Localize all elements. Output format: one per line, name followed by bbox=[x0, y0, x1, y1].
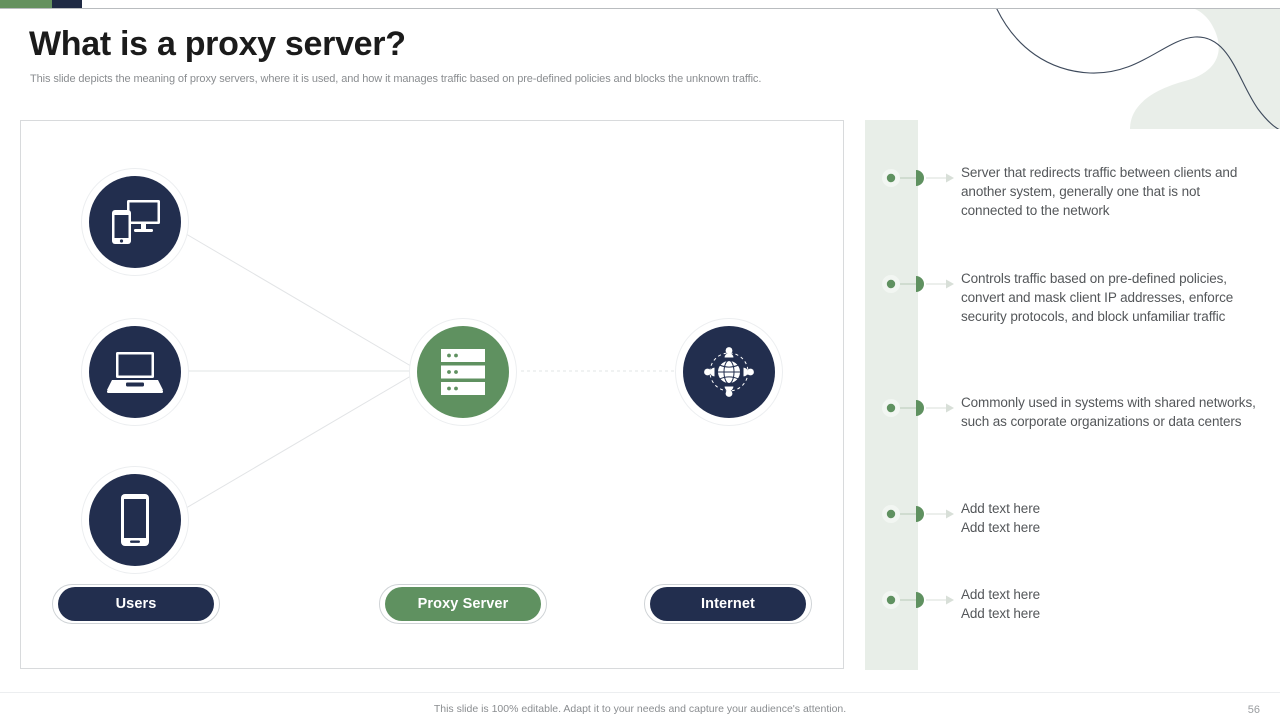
bullet-text-3: Commonly used in systems with shared net… bbox=[961, 395, 1256, 429]
diagram-card: Users Proxy Server Internet bbox=[20, 120, 844, 669]
decorative-wave bbox=[980, 9, 1280, 129]
top-accent-bars bbox=[0, 0, 1280, 9]
globe-network-icon bbox=[704, 347, 754, 397]
node-proxy-server[interactable] bbox=[417, 326, 509, 418]
label-proxy-server-text: Proxy Server bbox=[385, 587, 541, 621]
label-proxy-server-ring bbox=[379, 584, 547, 624]
bullet-marker-icon bbox=[882, 169, 954, 187]
label-users-ring bbox=[52, 584, 220, 624]
accent-bar-green bbox=[0, 0, 52, 8]
header-rule bbox=[0, 8, 1280, 9]
diagram-connector-lines bbox=[180, 230, 681, 512]
node-laptop[interactable] bbox=[89, 326, 181, 418]
label-users-text: Users bbox=[58, 587, 214, 621]
bullet-text-4: Add text here Add text here bbox=[961, 501, 1041, 535]
page-number: 56 bbox=[1247, 704, 1260, 716]
footer-divider bbox=[0, 692, 1280, 693]
bullet-text-2: Controls traffic based on pre-defined po… bbox=[961, 271, 1234, 324]
label-users[interactable]: Users bbox=[52, 584, 220, 624]
page-title: What is a proxy server? bbox=[29, 25, 406, 63]
label-internet-text: Internet bbox=[650, 587, 806, 621]
decorative-blob-shape bbox=[1130, 9, 1280, 129]
page-subtitle: This slide depicts the meaning of proxy … bbox=[30, 73, 762, 85]
bullet-marker-icon bbox=[882, 505, 954, 523]
footer-note: This slide is 100% editable. Adapt it to… bbox=[433, 703, 847, 715]
label-internet[interactable]: Internet bbox=[644, 584, 812, 624]
label-internet-ring bbox=[644, 584, 812, 624]
smartphone-icon bbox=[121, 494, 149, 546]
node-devices[interactable] bbox=[89, 176, 181, 268]
bullet-text-5: Add text here Add text here bbox=[961, 587, 1041, 621]
connector-devices-to-proxy bbox=[180, 230, 417, 370]
accent-bar-navy bbox=[52, 0, 82, 8]
server-rack-icon bbox=[441, 349, 485, 395]
node-mobile[interactable] bbox=[89, 474, 181, 566]
decorative-curve-line bbox=[996, 9, 1280, 129]
connector-mobile-to-proxy bbox=[180, 372, 417, 512]
bullet-marker-icon bbox=[882, 275, 954, 293]
decorative-wave-svg bbox=[996, 9, 1280, 129]
node-internet[interactable] bbox=[683, 326, 775, 418]
bullet-marker-icon bbox=[882, 399, 954, 417]
label-proxy-server[interactable]: Proxy Server bbox=[379, 584, 547, 624]
monitor-phone-icon bbox=[112, 200, 160, 244]
bullet-text-1: Server that redirects traffic between cl… bbox=[961, 165, 1238, 218]
bullet-marker-icon bbox=[882, 591, 954, 609]
laptop-icon bbox=[107, 352, 163, 393]
bullet-rail-strip bbox=[865, 120, 918, 670]
